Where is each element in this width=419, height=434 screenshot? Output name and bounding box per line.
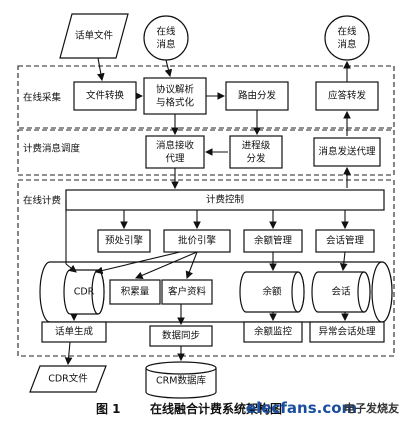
data-sync-label: 数据同步 bbox=[162, 330, 200, 342]
session-label: 会话 bbox=[331, 286, 351, 298]
watermark-cn: 电子发烧友 bbox=[344, 401, 399, 415]
accumulation-label: 积累量 bbox=[121, 286, 150, 298]
bill-gen-node: 话单生成 bbox=[41, 321, 107, 343]
cdr-store: CDR bbox=[63, 269, 105, 315]
billing-control-label: 计费控制 bbox=[206, 194, 244, 206]
figure-caption: 图 1 在线融合计费系统架构图 bbox=[96, 401, 282, 416]
session-mgmt-label: 会话管理 bbox=[326, 235, 365, 247]
route-dist-node: 路由分发 bbox=[225, 81, 289, 111]
balance-store: 余额 bbox=[239, 271, 305, 313]
bill-file-label: 话单文件 bbox=[75, 30, 114, 42]
caption-figure-number: 图 1 bbox=[96, 402, 121, 416]
online-message-in-node: 在线 消息 bbox=[143, 15, 189, 61]
cdr-label: CDR bbox=[74, 287, 95, 298]
abnormal-session-node: 异常会话处理 bbox=[309, 321, 385, 343]
rating-engine-label: 批价引擎 bbox=[178, 235, 217, 247]
preprocess-engine-node: 预处引擎 bbox=[97, 229, 151, 253]
preprocess-engine-label: 预处引擎 bbox=[105, 235, 144, 247]
msg-recv-proxy-label-1: 消息接收 bbox=[156, 140, 195, 152]
region-label-billing: 在线计费 bbox=[23, 195, 61, 207]
billing-control-node: 计费控制 bbox=[65, 189, 385, 211]
protocol-parse-node: 协议解析 与格式化 bbox=[143, 77, 207, 115]
balance-label: 余额 bbox=[262, 286, 282, 298]
bill-gen-label: 话单生成 bbox=[55, 326, 94, 338]
region-online-collection: 在线采集 bbox=[17, 65, 395, 129]
region-message-dispatch: 计费消息调度 bbox=[17, 129, 395, 176]
route-dist-label: 路由分发 bbox=[238, 90, 277, 102]
rating-engine-node: 批价引擎 bbox=[163, 229, 231, 253]
cdr-file-node: CDR文件 bbox=[29, 365, 107, 393]
file-convert-node: 文件转换 bbox=[73, 81, 137, 111]
online-message-in-label-2: 消息 bbox=[156, 39, 175, 51]
balance-monitor-node: 余额监控 bbox=[243, 321, 303, 343]
crm-db-label: CRM数据库 bbox=[156, 375, 206, 387]
online-message-out-node: 在线 消息 bbox=[324, 15, 370, 61]
process-dist-label-2: 分发 bbox=[246, 153, 266, 165]
reply-forward-label: 应答转发 bbox=[328, 90, 367, 102]
msg-send-proxy-label: 消息发送代理 bbox=[318, 146, 376, 158]
session-mgmt-node: 会话管理 bbox=[315, 229, 375, 253]
crm-db-node: CRM数据库 bbox=[145, 361, 217, 399]
customer-info-label: 客户资料 bbox=[168, 286, 207, 298]
memory-db-cylinder bbox=[39, 261, 393, 323]
customer-info-node: 客户资料 bbox=[161, 279, 213, 305]
protocol-parse-label-2: 与格式化 bbox=[156, 97, 195, 109]
abnormal-session-label: 异常会话处理 bbox=[318, 326, 376, 338]
watermark: elecfans.com 电子发烧友 bbox=[246, 399, 399, 417]
balance-mgmt-node: 余额管理 bbox=[243, 229, 303, 253]
balance-monitor-label: 余额监控 bbox=[254, 326, 293, 338]
online-message-out-label-1: 在线 bbox=[337, 26, 357, 38]
file-convert-label: 文件转换 bbox=[86, 90, 125, 102]
msg-recv-proxy-node: 消息接收 代理 bbox=[145, 135, 205, 169]
reply-forward-node: 应答转发 bbox=[315, 81, 379, 111]
watermark-site: elecfans.com bbox=[246, 399, 357, 417]
protocol-parse-label-1: 协议解析 bbox=[156, 84, 195, 96]
data-sync-node: 数据同步 bbox=[149, 325, 213, 347]
online-message-in-label-1: 在线 bbox=[156, 26, 176, 38]
balance-mgmt-label: 余额管理 bbox=[254, 235, 293, 247]
connectors bbox=[64, 57, 351, 366]
msg-send-proxy-node: 消息发送代理 bbox=[313, 137, 381, 167]
region-label-dispatch: 计费消息调度 bbox=[23, 143, 81, 155]
msg-recv-proxy-label-2: 代理 bbox=[165, 154, 185, 165]
online-message-out-label-2: 消息 bbox=[337, 39, 356, 51]
accumulation-node: 积累量 bbox=[109, 279, 161, 305]
caption-title: 在线融合计费系统架构图 bbox=[150, 401, 282, 416]
process-dist-label-1: 进程级 bbox=[242, 140, 271, 152]
region-online-billing: 在线计费 bbox=[17, 179, 395, 357]
region-label-collection: 在线采集 bbox=[23, 92, 62, 104]
process-dist-node: 进程级 分发 bbox=[229, 135, 283, 169]
session-store: 会话 bbox=[311, 271, 371, 313]
cdr-file-label: CDR文件 bbox=[48, 373, 88, 385]
bill-file-node: 话单文件 bbox=[59, 13, 129, 59]
